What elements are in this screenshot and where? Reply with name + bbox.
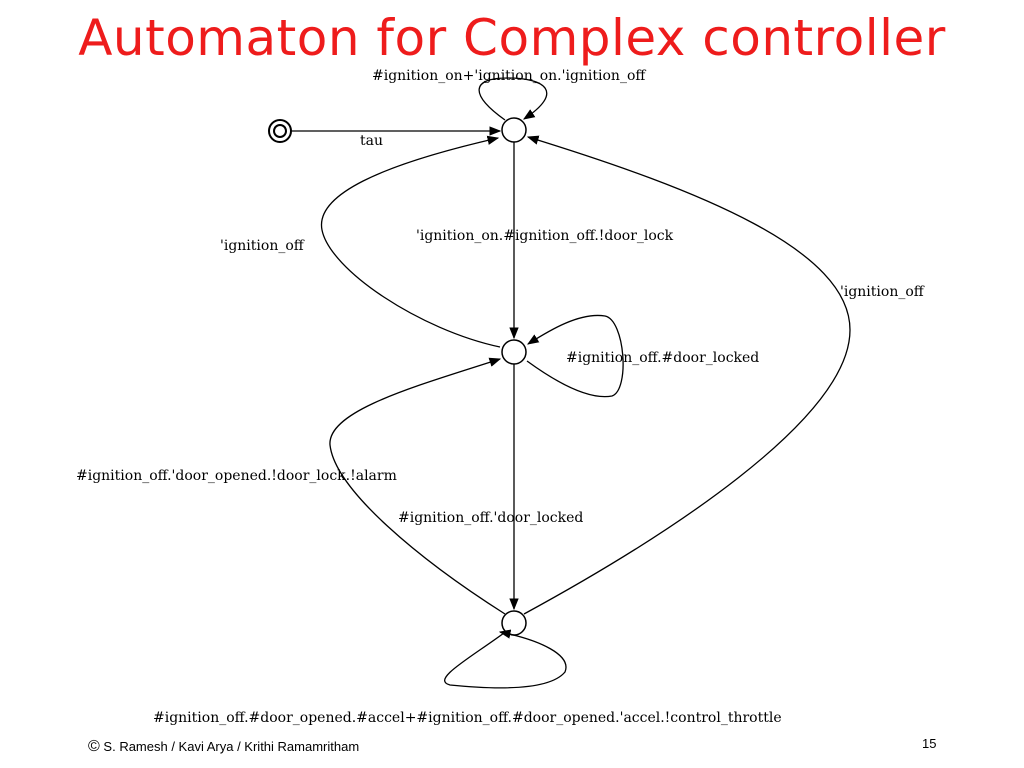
edge-self-loop-middle [526,314,624,398]
slide-title: Automaton for Complex controller [78,9,946,67]
label-self-loop-bottom: #ignition_off.#door_opened.#accel+#ignit… [153,710,782,726]
copyright-symbol: © [88,738,100,755]
label-middle-to-bottom: #ignition_off.'door_locked [398,510,583,526]
label-top-to-middle: 'ignition_on.#ignition_off.!door_lock [416,228,674,244]
label-self-loop-middle: #ignition_off.#door_locked [566,350,759,366]
label-bottom-to-middle: #ignition_off.'door_opened.!door_lock.!a… [76,468,397,484]
label-initial: tau [360,133,383,149]
label-right-back-top: 'ignition_off [840,284,925,300]
start-state [268,119,292,143]
footer-authors: S. Ramesh / Kavi Arya / Krithi Ramamrith… [103,739,360,754]
footer-credit: © S. Ramesh / Kavi Arya / Krithi Ramamri… [88,738,359,756]
label-left-back-top: 'ignition_off [220,238,305,254]
page-number: 15 [922,736,937,751]
label-self-loop-top: #ignition_on+'ignition_on.'ignition_off [372,68,646,84]
state-top [501,117,527,143]
state-bottom [501,610,527,636]
state-middle [501,339,527,365]
edge-self-loop-top [478,77,548,121]
edge-self-loop-bottom [443,629,567,689]
edge-bottom-to-top-right [523,135,851,615]
edge-bottom-to-middle-left [329,357,506,615]
edge-middle-to-top-left [320,135,501,348]
